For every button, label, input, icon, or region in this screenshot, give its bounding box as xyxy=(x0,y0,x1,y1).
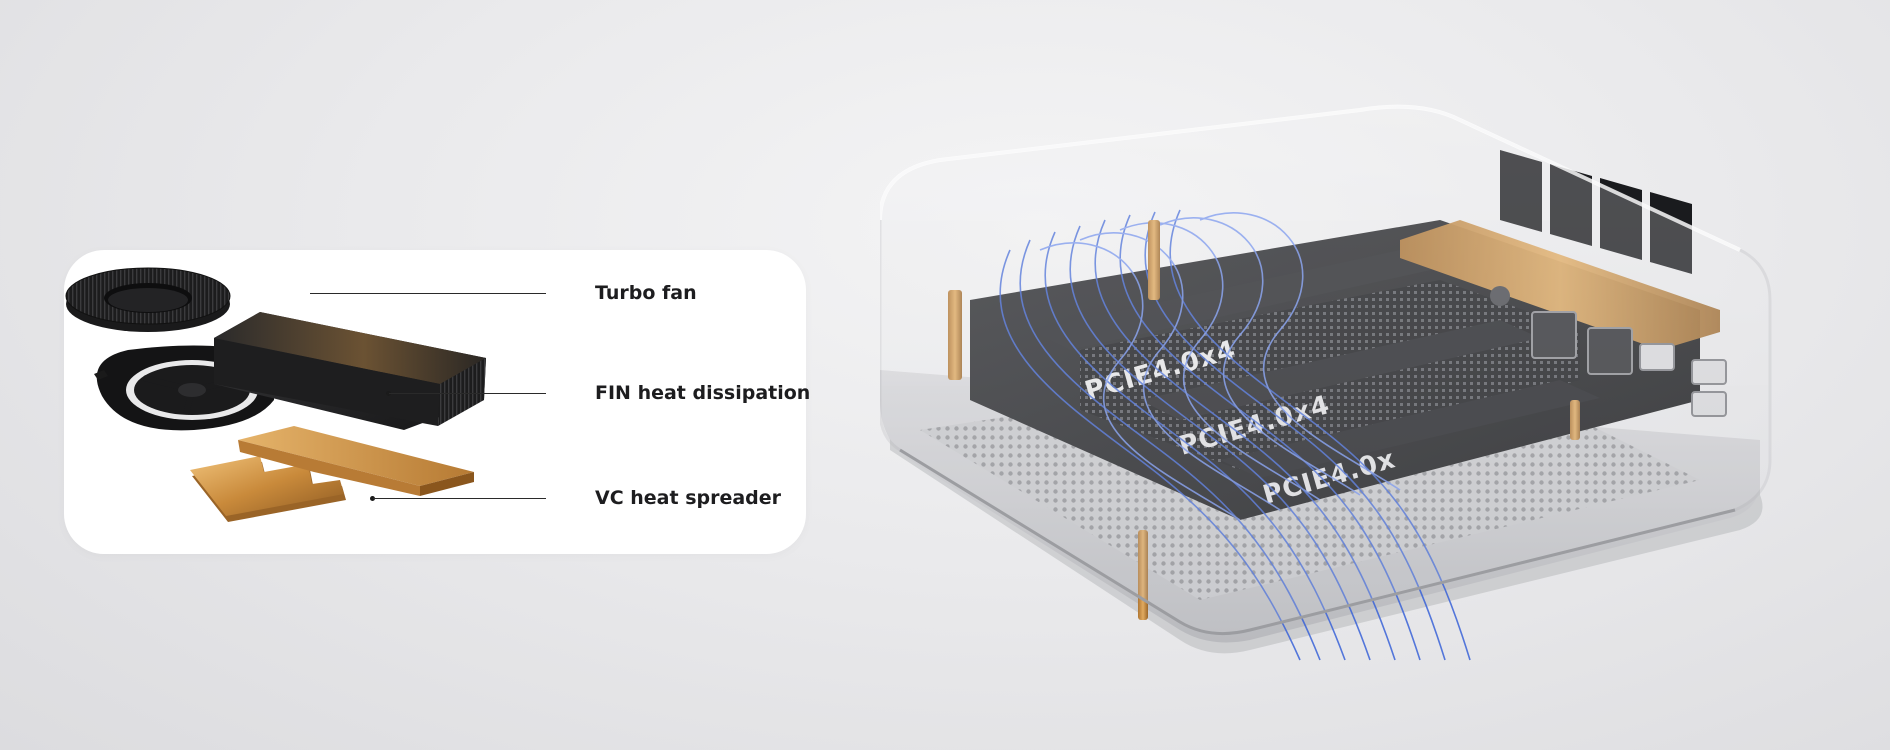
transparent-shell xyxy=(880,104,1772,636)
cooling-diagram-card: Turbo fan FIN heat dissipation VC heat s… xyxy=(64,250,810,554)
turbo-fan-label: Turbo fan xyxy=(595,282,697,304)
vc-leader xyxy=(373,498,546,499)
fin-leader-dot xyxy=(386,391,391,396)
vc-leader-dot xyxy=(370,496,375,501)
turbo-fan-leader xyxy=(310,293,546,294)
fin-leader xyxy=(389,393,546,394)
vc-spreader-part xyxy=(190,426,474,522)
vc-label: VC heat spreader xyxy=(595,487,782,509)
fin-heatsink-part xyxy=(94,312,486,431)
fin-label: FIN heat dissipation xyxy=(595,382,811,404)
cooling-assembly-illustration xyxy=(65,267,486,522)
mini-pc-render: PCIE4.0x4 PCIE4.0x4 PCIE4.0x xyxy=(880,104,1772,661)
turbo-fan-part xyxy=(65,267,231,332)
